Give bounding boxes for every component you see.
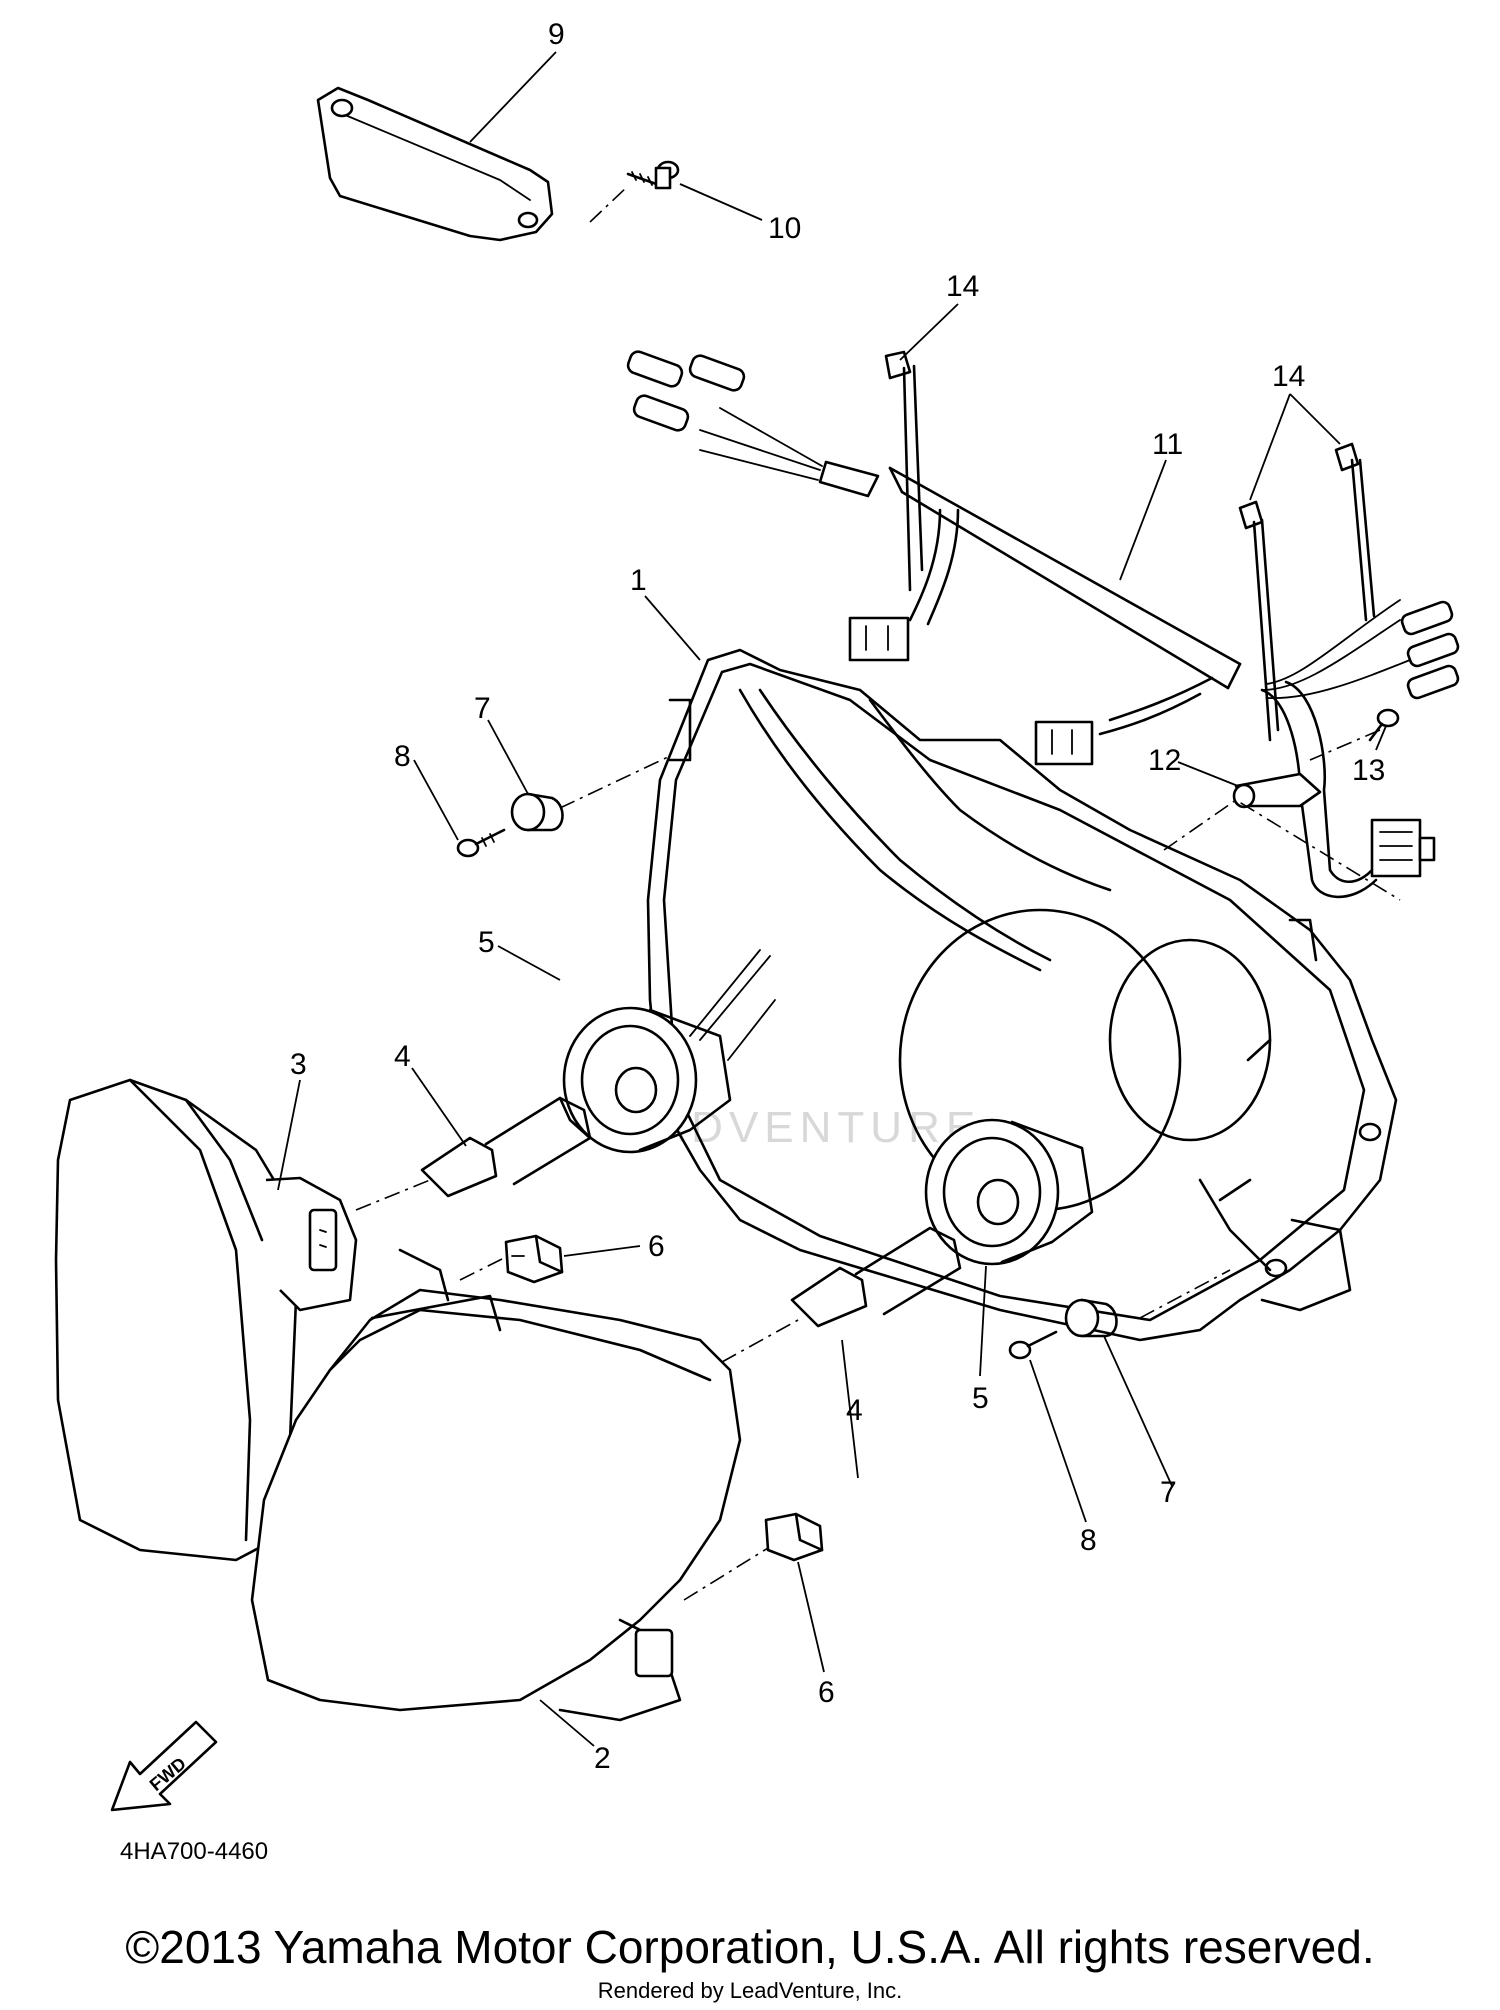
part-12-band [1232,772,1322,809]
callout-13: 13 [1352,754,1385,787]
part-7-grommet-lower [1064,1298,1118,1338]
part-8-screw-lower [1008,1330,1058,1360]
part-2-lens-right [250,1248,742,1722]
callout-5-lower: 5 [972,1382,989,1415]
callout-14-upper: 14 [946,270,979,303]
callout-14-right: 14 [1272,360,1305,393]
copyright-notice: ©2013 Yamaha Motor Corporation, U.S.A. A… [125,1921,1375,1973]
part-7-grommet-upper [510,792,564,832]
part-4-bulb-upper [420,1096,592,1198]
part-3-lens-left [54,1078,358,1562]
part-5-reflector-upper [562,949,776,1154]
leader-lines [277,51,1387,1747]
part-11-wire-harness [626,350,1460,899]
callout-labels: 9 10 14 14 11 12 13 1 7 8 5 4 3 6 4 5 7 … [290,18,1385,1775]
callout-1: 1 [630,564,647,597]
part-14-clamps [884,350,1376,742]
callout-12: 12 [1148,744,1181,777]
rendered-by-notice: Rendered by LeadVenture, Inc. [597,1978,903,2003]
callout-2: 2 [594,1742,611,1775]
part-4-bulb-lower [790,1226,962,1328]
callout-6-lower: 6 [818,1676,835,1709]
callout-5-upper: 5 [478,926,495,959]
callout-11: 11 [1152,428,1183,461]
part-6-damper-lower [764,1512,824,1562]
part-9-cover [316,86,554,242]
callout-9: 9 [548,18,565,51]
callout-7-upper: 7 [474,692,491,725]
callout-4-lower: 4 [846,1394,863,1427]
diagram-code: 4HA700-4460 [120,1838,269,1865]
callout-7-lower: 7 [1160,1476,1177,1509]
callout-6-upper: 6 [648,1230,665,1263]
callout-10: 10 [768,212,801,245]
callout-8-upper: 8 [394,740,411,773]
callout-8-lower: 8 [1080,1524,1097,1557]
part-8-screw-upper [456,828,506,858]
part-13-screw [1368,708,1400,742]
fwd-arrow-icon: FWD [110,1720,218,1812]
callout-3: 3 [290,1048,307,1081]
assembly-lines [355,185,1401,1601]
part-6-damper-upper [504,1234,564,1284]
part-10-screw [626,160,680,190]
part-5-reflector-lower [924,1118,1094,1266]
callout-4-upper: 4 [394,1040,411,1073]
